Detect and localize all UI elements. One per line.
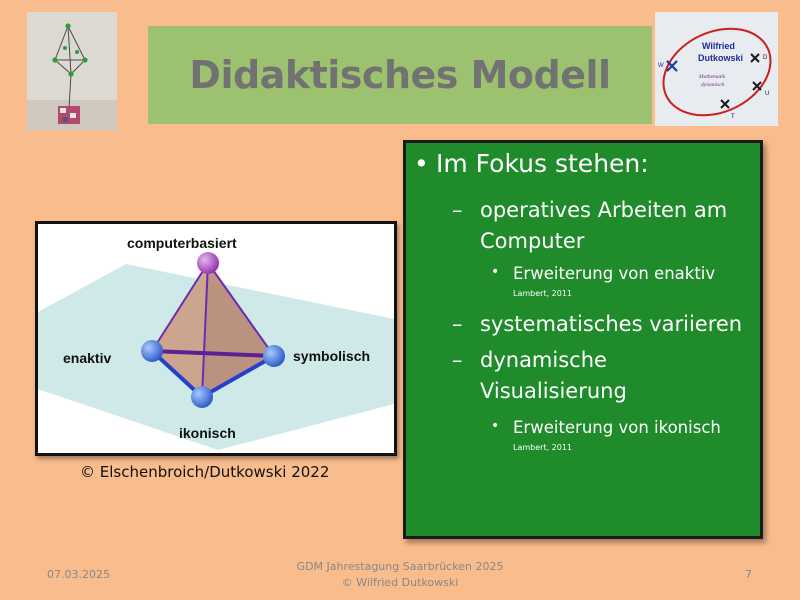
tetrahedron-diagram: computerbasiert enaktiv symbolisch ikoni… bbox=[35, 221, 397, 456]
footer-author: © Wilfried Dutkowski bbox=[341, 576, 459, 589]
logo-marker-w: W bbox=[658, 63, 664, 69]
focus-item-3-line1: dynamische bbox=[480, 348, 607, 372]
focus-item-1-sub-text: Erweiterung von enaktiv bbox=[513, 264, 716, 283]
vertex-enaktiv bbox=[141, 340, 163, 362]
logo-marker-t: T bbox=[731, 114, 735, 120]
focus-item-1-sub: • Erweiterung von enaktiv bbox=[491, 264, 715, 283]
tetra-face-right bbox=[202, 263, 274, 397]
dash-bullet-icon: – bbox=[452, 198, 463, 222]
figure-copyright: © Elschenbroich/Dutkowski 2022 bbox=[80, 463, 330, 481]
footer-page-number: 7 bbox=[745, 568, 752, 581]
focus-item-3-sub-text: Erweiterung von ikonisch bbox=[513, 418, 721, 437]
label-symbolisch: symbolisch bbox=[293, 348, 371, 364]
small-bullet-dot-icon: • bbox=[491, 264, 500, 280]
vertex-ikonisch bbox=[191, 386, 213, 408]
dash-bullet-icon: – bbox=[452, 348, 463, 372]
vertex-computerbasiert bbox=[197, 252, 219, 274]
slide-title: Didaktisches Modell bbox=[189, 53, 611, 97]
focus-item-3: – dynamische Visualisierung bbox=[452, 345, 627, 407]
logo-sub-line1: Mathematik bbox=[698, 74, 726, 80]
tetrahedron-model-photo bbox=[27, 12, 117, 130]
focus-item-1-line1: operatives Arbeiten am bbox=[480, 198, 728, 222]
focus-heading: •Im Fokus stehen: bbox=[414, 149, 649, 178]
logo-name-line1: Wilfried bbox=[702, 41, 735, 51]
focus-item-1-line2: Computer bbox=[480, 229, 585, 253]
logo-name-line2: Dutkowski bbox=[698, 53, 743, 63]
bullet-dot-icon: • bbox=[414, 149, 429, 178]
author-logo: Wilfried Dutkowski Mathematik dynamisch … bbox=[655, 12, 778, 126]
focus-item-3-sub: • Erweiterung von ikonisch bbox=[491, 418, 721, 437]
label-ikonisch: ikonisch bbox=[179, 425, 236, 441]
focus-item-3-cite: Lambert, 2011 bbox=[513, 443, 573, 452]
logo-sub-line2: dynamisch bbox=[701, 82, 725, 88]
vertex-symbolisch bbox=[263, 345, 285, 367]
small-bullet-dot-icon: • bbox=[491, 418, 500, 434]
label-computerbasiert: computerbasiert bbox=[127, 235, 237, 251]
focus-item-1: – operatives Arbeiten am Computer bbox=[452, 195, 727, 257]
logo-marker-d: D bbox=[763, 55, 768, 61]
focus-content-box: •Im Fokus stehen: – operatives Arbeiten … bbox=[403, 140, 763, 539]
focus-item-1-cite: Lambert, 2011 bbox=[513, 289, 573, 298]
label-enaktiv: enaktiv bbox=[63, 350, 112, 366]
focus-heading-text: Im Fokus stehen: bbox=[436, 149, 649, 178]
dash-bullet-icon: – bbox=[452, 312, 463, 336]
footer-date: 07.03.2025 bbox=[47, 568, 110, 581]
focus-item-2-text: systematisches variieren bbox=[480, 312, 743, 336]
footer-event: GDM Jahrestagung Saarbrücken 2025 bbox=[296, 560, 504, 573]
focus-item-3-line2: Visualisierung bbox=[480, 379, 627, 403]
focus-item-2: – systematisches variieren bbox=[452, 309, 742, 340]
logo-marker-u: U bbox=[765, 91, 769, 97]
slide-title-box: Didaktisches Modell bbox=[148, 26, 652, 124]
